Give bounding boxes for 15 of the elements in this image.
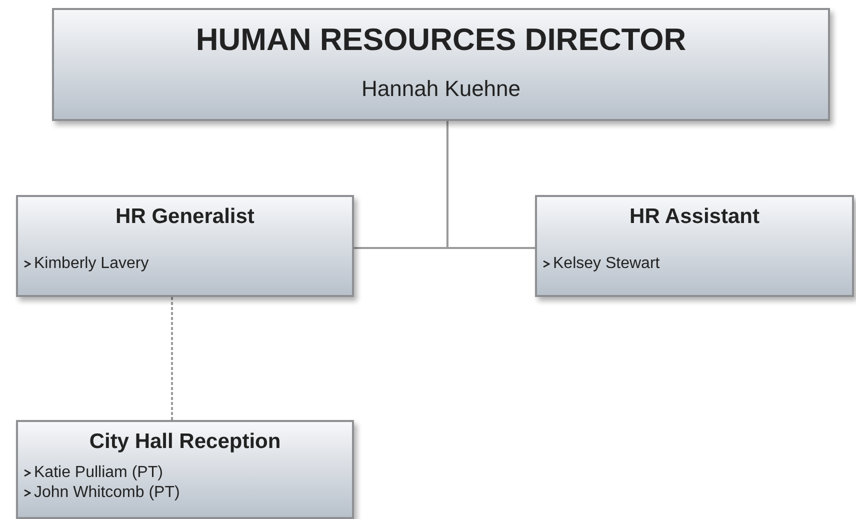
connector-line: [446, 121, 535, 249]
org-box: [52, 8, 830, 121]
org-box: [535, 195, 854, 297]
org-box: [16, 420, 354, 519]
connector-line: [171, 297, 173, 420]
box-title: City Hall Reception: [88, 430, 282, 454]
person-name: Katie Pulliam (PT): [34, 464, 163, 482]
person-name: John Whitcomb (PT): [34, 484, 180, 502]
box-title: HR Generalist: [114, 205, 256, 229]
person-name: Hannah Kuehne: [360, 76, 522, 102]
person-name: Kelsey Stewart: [553, 255, 660, 273]
box-title: HUMAN RESOURCES DIRECTOR: [194, 22, 688, 58]
org-box: [16, 195, 354, 297]
box-title: HR Assistant: [628, 205, 760, 229]
person-name: Kimberly Lavery: [34, 255, 149, 273]
